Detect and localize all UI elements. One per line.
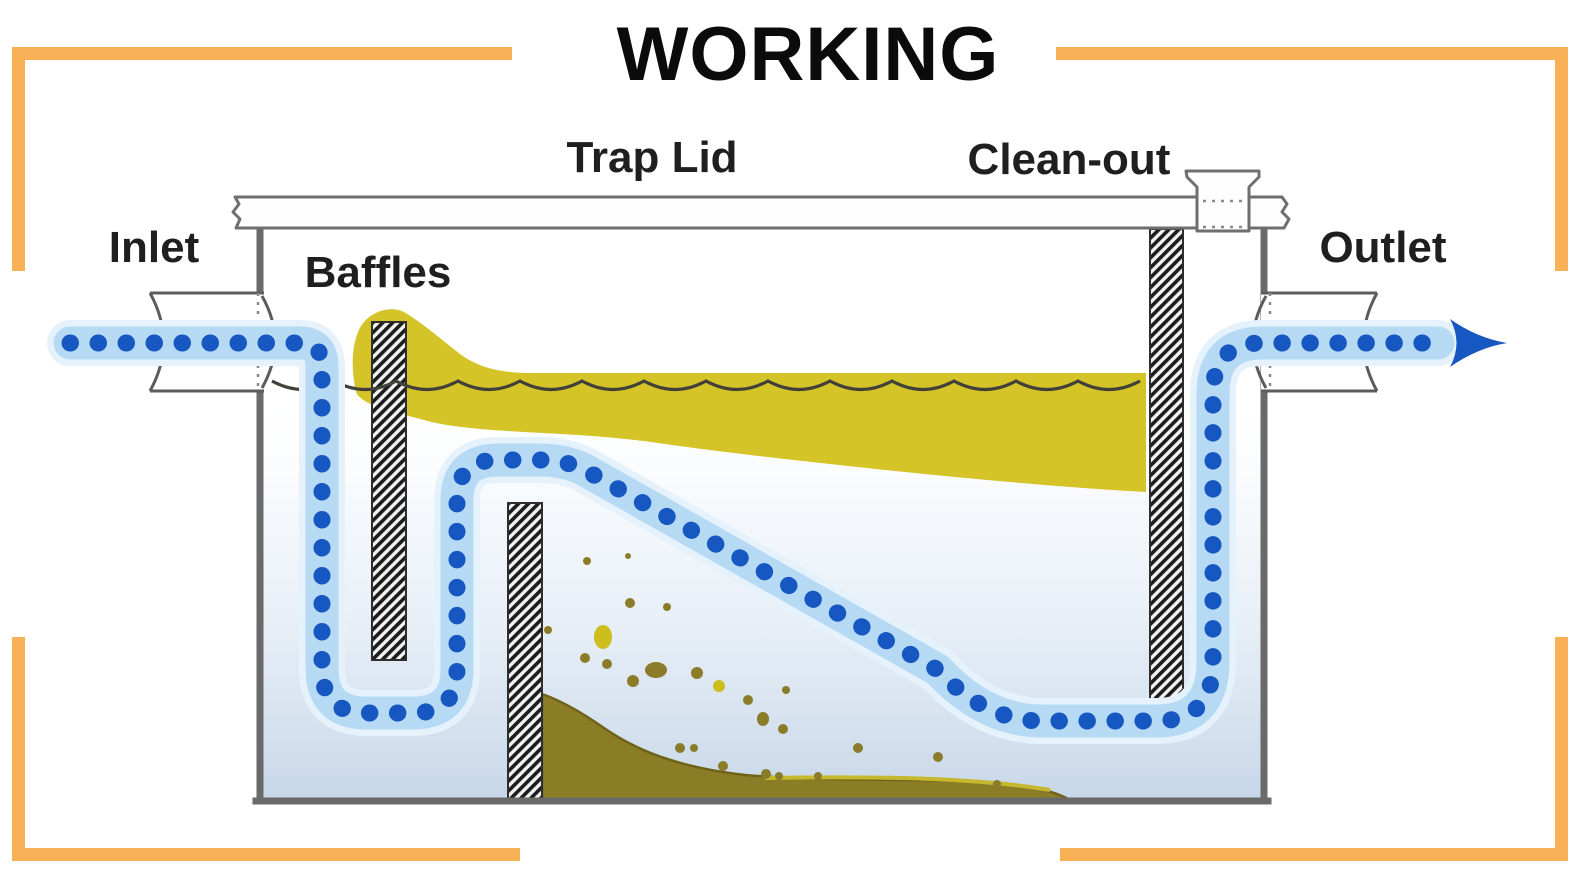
baffle-outlet [1149, 228, 1184, 700]
falling-particles [544, 553, 1001, 788]
label-inlet: Inlet [109, 223, 200, 272]
bracket-top-right-icon [1056, 47, 1568, 271]
baffle-inlet [371, 321, 407, 661]
flow-path [47, 319, 1507, 744]
bracket-bottom-left-icon [12, 637, 520, 861]
label-clean-out: Clean-out [968, 135, 1171, 184]
baffle-middle [507, 502, 543, 802]
water-surface-line [271, 379, 1141, 391]
baffles-group [371, 228, 1184, 802]
grease-layer [352, 309, 1146, 492]
sediment-layer [540, 692, 1074, 803]
label-trap-lid: Trap Lid [566, 133, 737, 182]
label-outlet: Outlet [1319, 223, 1446, 272]
clean-out-port [1184, 169, 1261, 233]
bracket-bottom-right-icon [1060, 637, 1568, 861]
frame-brackets [12, 47, 1568, 861]
page-title: WORKING [617, 12, 1000, 97]
trap-lid [231, 195, 1291, 230]
bracket-top-left-icon [12, 47, 512, 271]
label-baffles: Baffles [305, 248, 452, 297]
flow-arrow-icon [1450, 319, 1507, 367]
